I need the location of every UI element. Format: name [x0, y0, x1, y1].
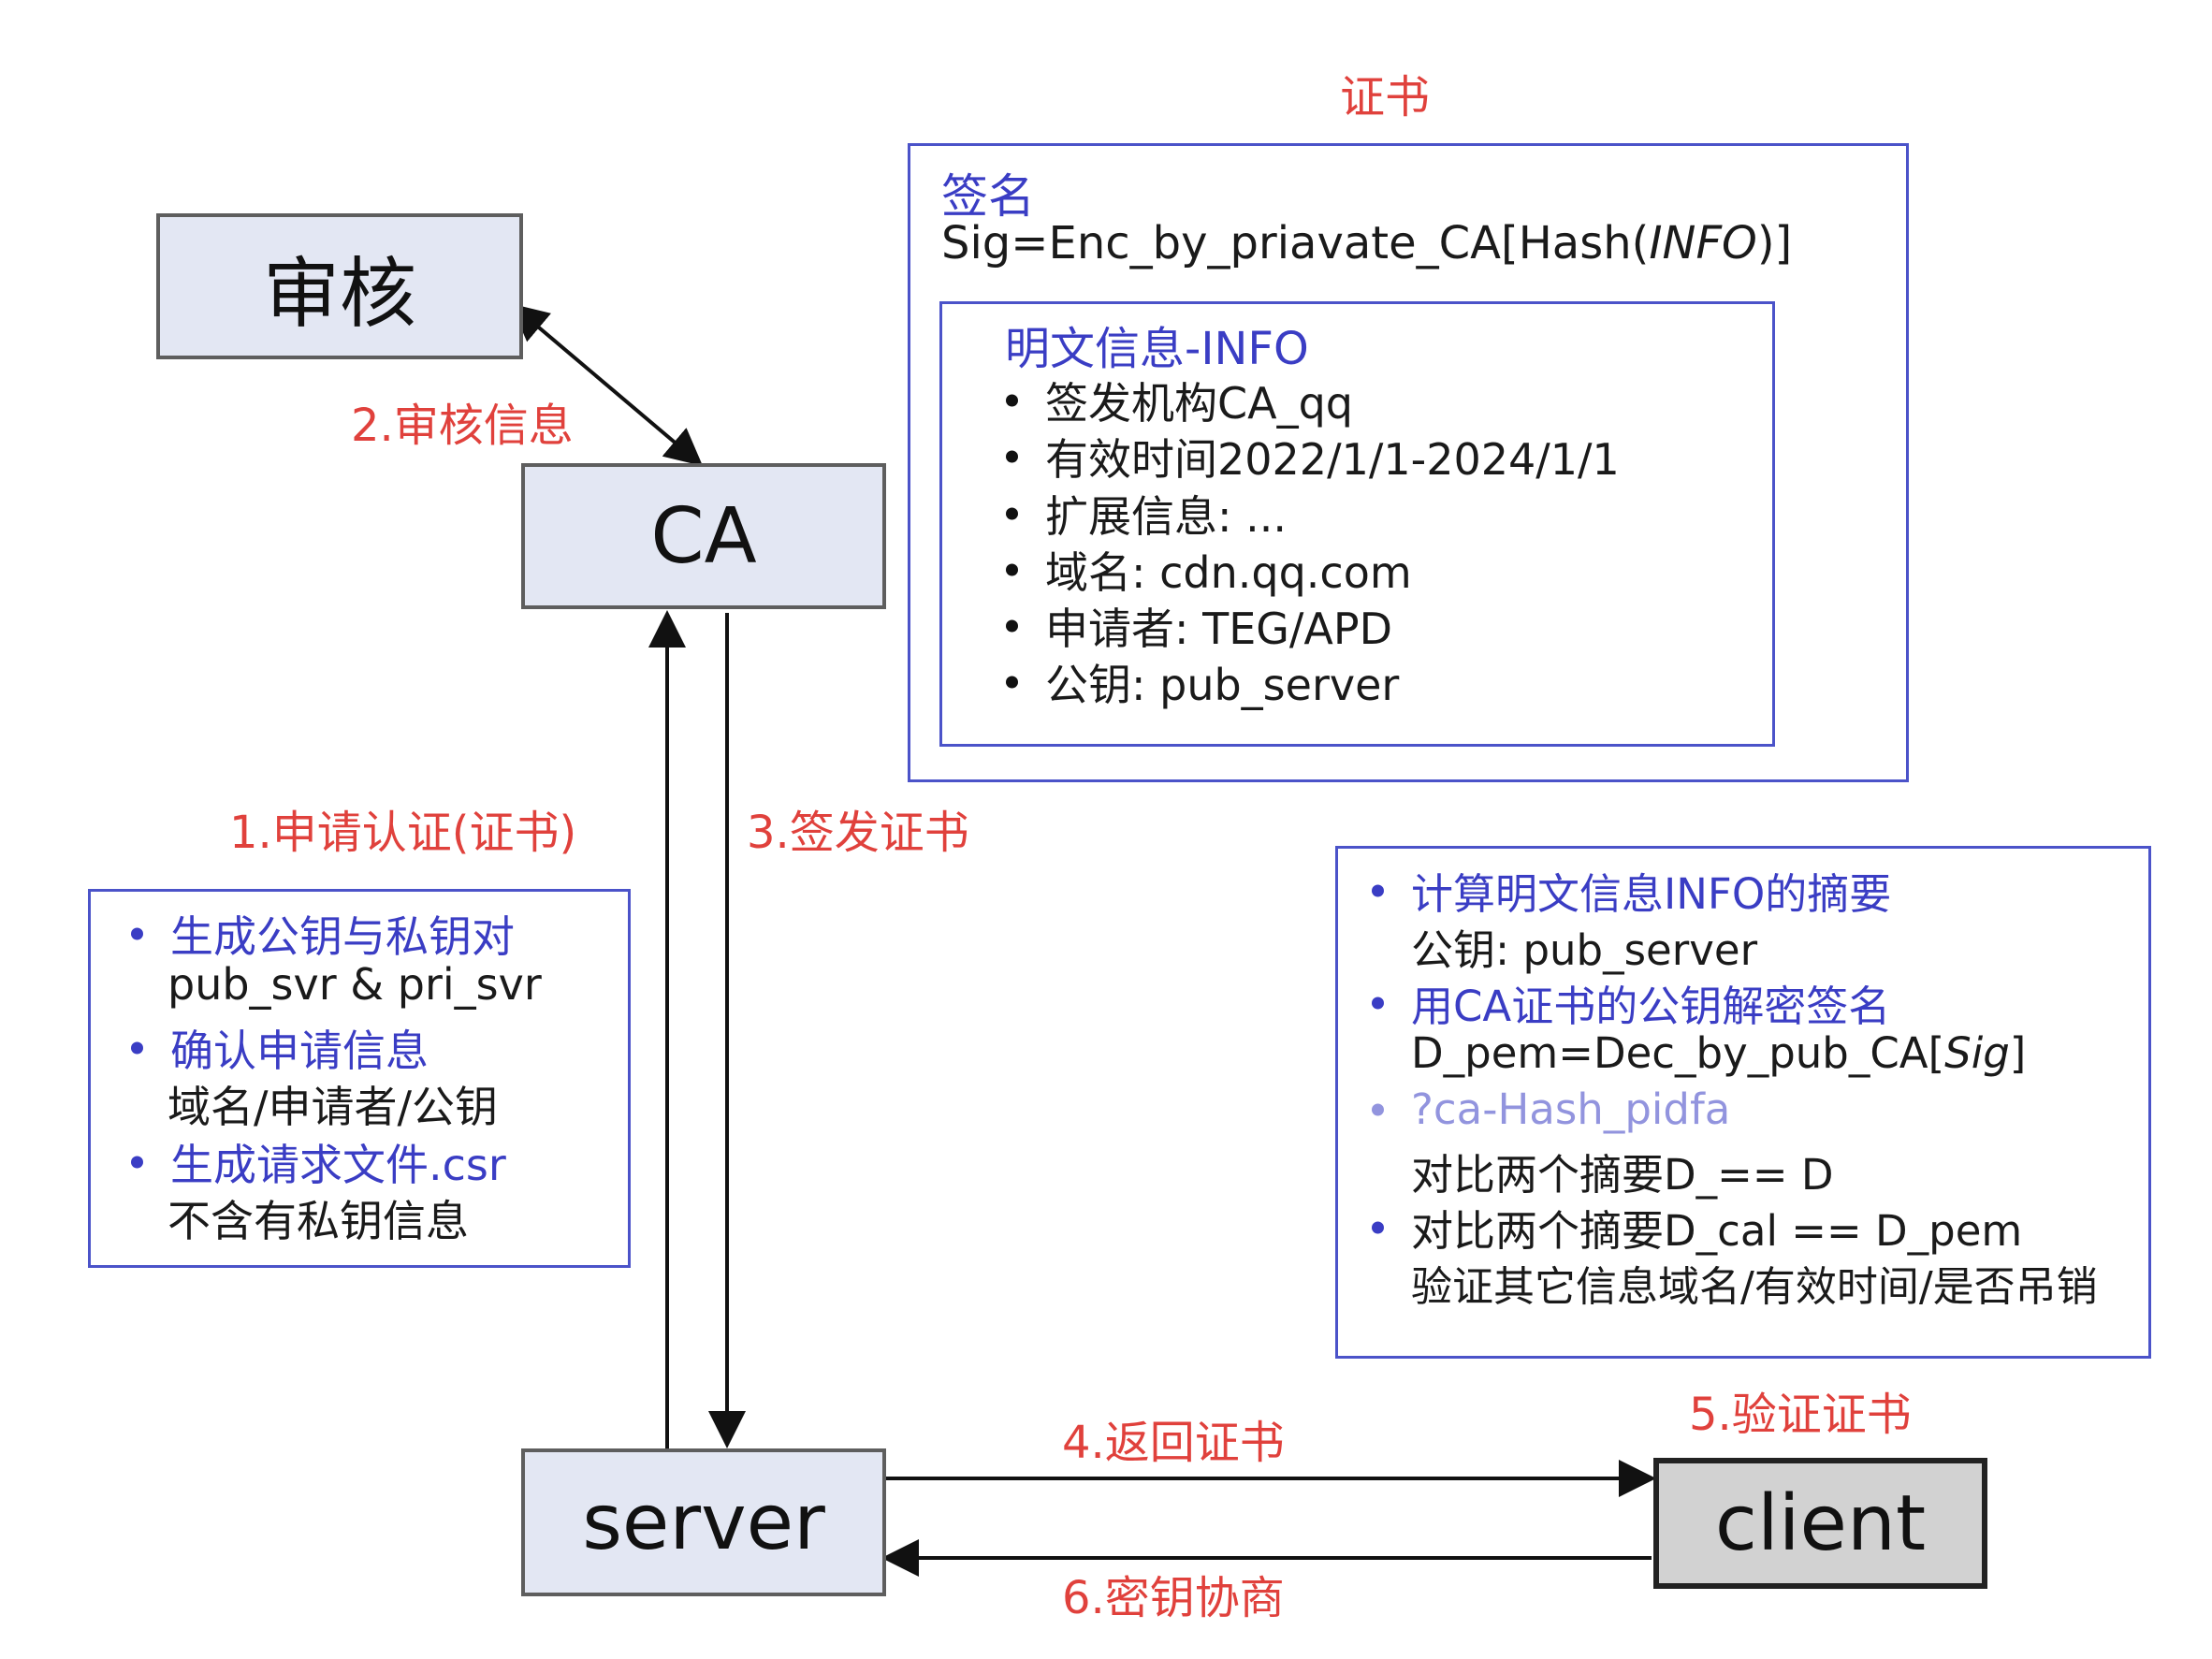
verify-step-head: ?ca-Hash_pidfa: [1411, 1084, 1731, 1134]
info-item: 扩展信息: ...: [1045, 483, 1287, 545]
arrow-audit-ca: [510, 303, 704, 467]
verify-formula-suffix: ]: [2009, 1028, 2027, 1078]
step-6-label: 6.密钥协商: [1062, 1572, 1285, 1624]
info-item: 申请者: TEG/APD: [1045, 595, 1392, 657]
audit-node: 审核: [156, 213, 523, 359]
server-node: server: [521, 1448, 886, 1596]
certificate-panel: 签名 Sig=Enc_by_priavate_CA[Hash(INFO)] 明文…: [908, 143, 1909, 782]
verify-step-sub: 对比两个摘要D_== D: [1411, 1150, 1834, 1200]
verify-step-head: 对比两个摘要D_cal == D_pem: [1411, 1197, 2022, 1258]
verify-step-sub: D_pem=Dec_by_pub_CA[Sig]: [1411, 1028, 2026, 1078]
info-item: 签发机构CA_qq: [1045, 370, 1353, 431]
audit-node-label: 审核: [262, 249, 416, 339]
server-step-head: 生成公钥与私钥对: [170, 903, 515, 965]
info-item: 域名: cdn.qq.com: [1045, 539, 1412, 601]
server-node-label: server: [582, 1477, 825, 1567]
info-item: 公钥: pub_server: [1045, 651, 1399, 713]
step-5-label: 5.验证证书: [1689, 1389, 1912, 1441]
step-2-label: 2.审核信息: [351, 400, 574, 452]
server-step-sub: 域名/申请者/公钥: [167, 1082, 498, 1132]
signature-label: 签名: [941, 169, 1035, 224]
verify-formula-prefix: D_pem=Dec_by_pub_CA[: [1411, 1028, 1945, 1078]
verify-step-sub: 公钥: pub_server: [1411, 925, 1758, 975]
server-step-head: 生成请求文件.csr: [170, 1131, 506, 1193]
info-item: 有效时间2022/1/1-2024/1/1: [1045, 426, 1620, 488]
server-step-sub: pub_svr & pri_svr: [167, 959, 542, 1010]
verify-step-head: 计算明文信息INFO的摘要: [1411, 860, 1891, 921]
client-verify-panel: 计算明文信息INFO的摘要 公钥: pub_server 用CA证书的公钥解密签…: [1335, 846, 2151, 1359]
signature-formula: Sig=Enc_by_priavate_CA[Hash(INFO)]: [941, 217, 1792, 269]
ca-node-label: CA: [650, 491, 757, 581]
step-4-label: 4.返回证书: [1062, 1417, 1285, 1469]
server-steps-panel: 生成公钥与私钥对 pub_svr & pri_svr 确认申请信息 域名/申请者…: [88, 889, 631, 1268]
step-1-label: 1.申请认证(证书): [229, 807, 577, 859]
signature-formula-suffix: )]: [1756, 217, 1793, 269]
certificate-title: 证书: [1340, 71, 1431, 124]
verify-step-sub: 验证其它信息域名/有效时间/是否吊销: [1411, 1263, 2098, 1311]
signature-formula-info: INFO: [1649, 217, 1757, 269]
step-3-label: 3.签发证书: [747, 807, 969, 859]
ca-node: CA: [521, 463, 886, 609]
info-panel: 明文信息-INFO 签发机构CA_qq 有效时间2022/1/1-2024/1/…: [939, 301, 1775, 747]
info-title: 明文信息-INFO: [1005, 323, 1309, 375]
client-node: client: [1653, 1458, 1987, 1589]
server-step-sub: 不含有私钥信息: [167, 1196, 469, 1246]
verify-formula-sig: Sig: [1944, 1028, 2010, 1078]
client-node-label: client: [1714, 1478, 1927, 1568]
verify-step-head: 用CA证书的公钥解密签名: [1411, 972, 1890, 1033]
server-step-head: 确认申请信息: [170, 1017, 429, 1079]
signature-formula-prefix: Sig=Enc_by_priavate_CA[Hash(: [941, 217, 1650, 269]
